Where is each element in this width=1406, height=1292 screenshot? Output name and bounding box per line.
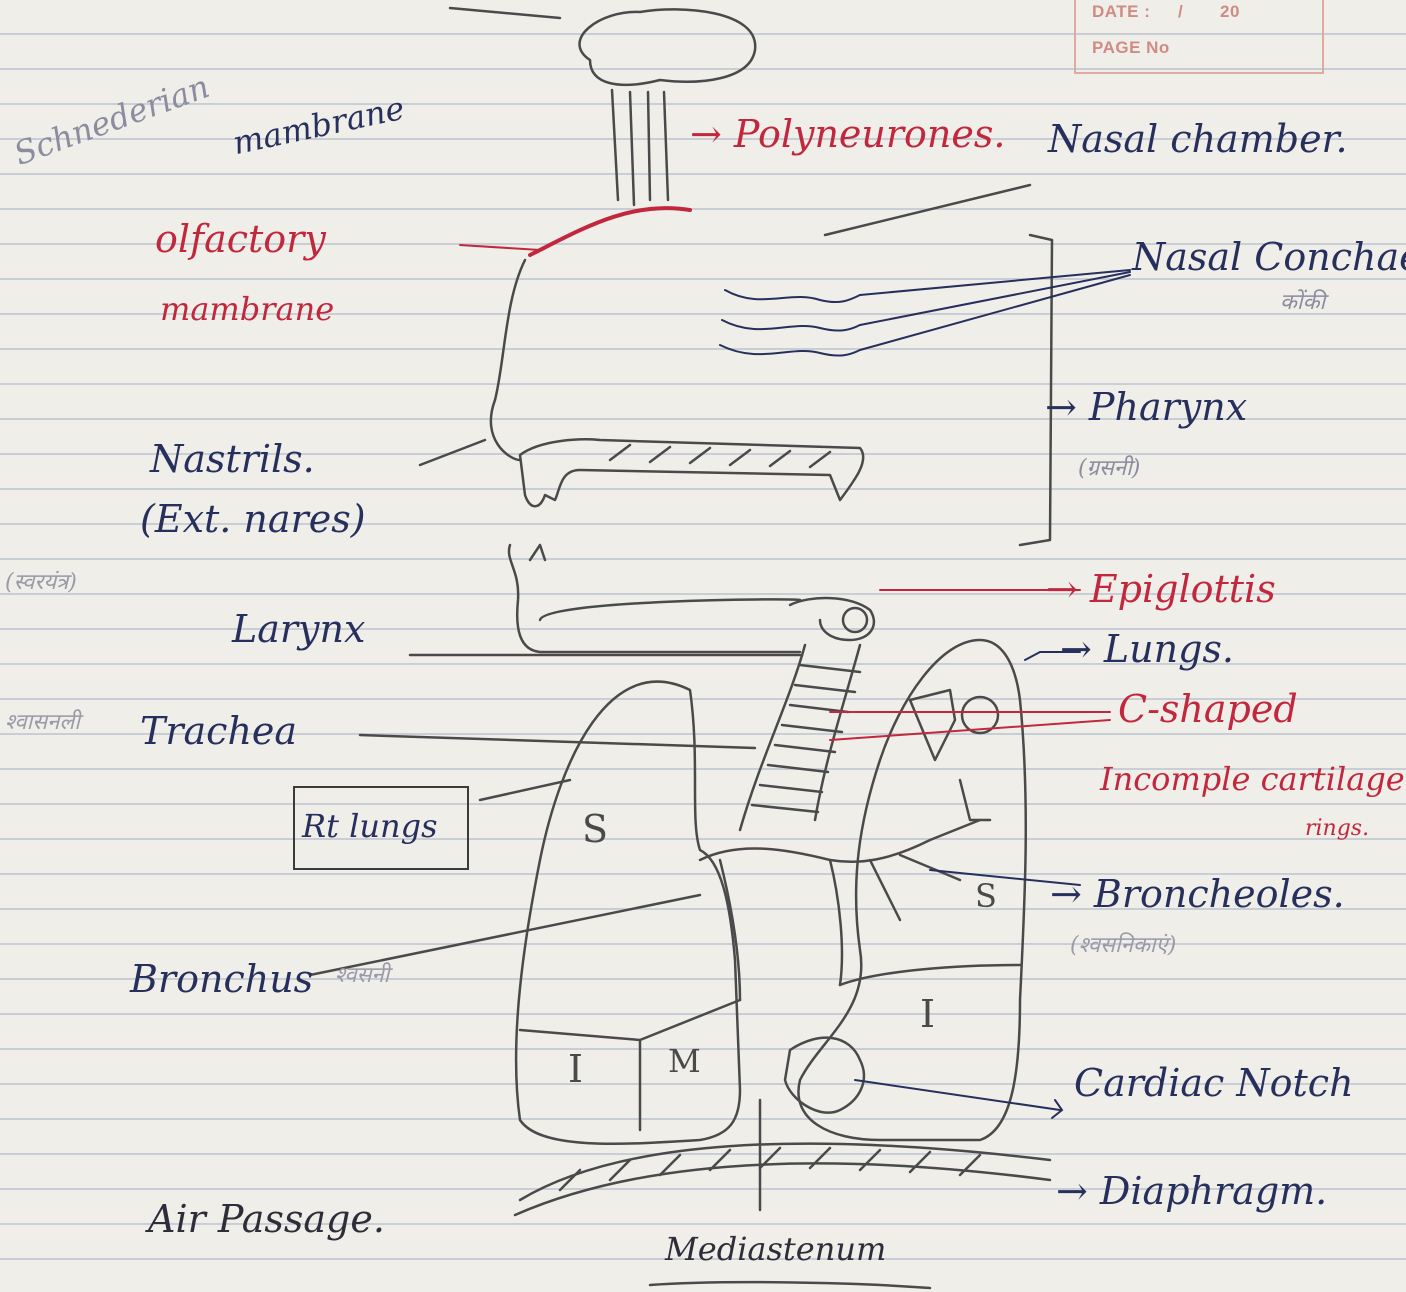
pharynx-hindi-label: (ग्रसनी) (1078, 458, 1140, 480)
lobe-inferior-right: I (920, 995, 935, 1033)
bronchus-sketch (700, 840, 930, 862)
lungs-label: → Lungs. (1060, 630, 1234, 668)
broncheoles-label: → Broncheoles. (1050, 875, 1345, 913)
mediastenum-label: Mediastenum (665, 1233, 886, 1265)
olfactory-membrane-line (530, 208, 690, 255)
lobe-superior-right: S (975, 880, 997, 912)
nostrils-label: Nastrils. (150, 440, 315, 478)
conchae-curl-3 (720, 345, 860, 356)
bronchus-hindi-label: श्वसनी (335, 965, 389, 987)
nasal-chamber-label: Nasal chamber. (1048, 120, 1348, 158)
broncheoles-hindi-label: (श्वसनिकाएं) (1070, 935, 1176, 957)
rt-lungs-label: Rt lungs (302, 810, 437, 842)
lobe-inferior-left: I (568, 1050, 583, 1088)
bronchus-label: Bronchus (130, 960, 313, 998)
trachea-tube (740, 645, 860, 830)
olfactory-label-a: olfactory (155, 220, 326, 258)
incomplete-rings-label: Incomple cartilageous (1100, 763, 1406, 795)
lobe-superior-left: S (582, 810, 608, 848)
olfactory-label-b: mambrane (160, 293, 334, 325)
cardiac-notch-sketch (785, 1038, 864, 1113)
lobe-middle: M (668, 1045, 701, 1077)
polyneurones-label: → Polyneurones. (690, 115, 1005, 153)
air-passage-label: Air Passage. (148, 1200, 385, 1238)
trachea-label: Trachea (140, 712, 297, 750)
nasal-conchae-label: Nasal Conchae (1132, 238, 1406, 276)
nasal-conchae-hindi-label: कोंकी (1280, 292, 1325, 314)
diaphragm-sketch (515, 1144, 1050, 1215)
cardiac-notch-label: Cardiac Notch (1074, 1064, 1354, 1102)
larynx-label: Larynx (232, 610, 365, 648)
conchae-curl-1 (725, 290, 860, 302)
palate-sketch (520, 439, 863, 506)
larynx-hindi-label: (स्वरयंत्र) (5, 572, 77, 594)
pharynx-label: → Pharynx (1045, 388, 1247, 426)
epiglottis-label: → Epiglottis (1046, 570, 1276, 608)
right-lung-outline (516, 682, 740, 1144)
neuron-fibres (612, 90, 668, 205)
nostrils-sub-label: (Ext. nares) (140, 500, 366, 538)
trachea-hindi-label: श्वासनली (5, 712, 80, 734)
larynx-sketch (790, 598, 874, 640)
olfactory-bulb-sketch (580, 9, 756, 84)
c-shaped-label: C-shaped (1118, 690, 1298, 728)
rings-label: rings. (1305, 818, 1369, 840)
nasal-chamber-outline (491, 260, 525, 460)
conchae-curl-2 (722, 320, 860, 331)
diaphragm-label: → Diaphragm. (1056, 1172, 1327, 1210)
